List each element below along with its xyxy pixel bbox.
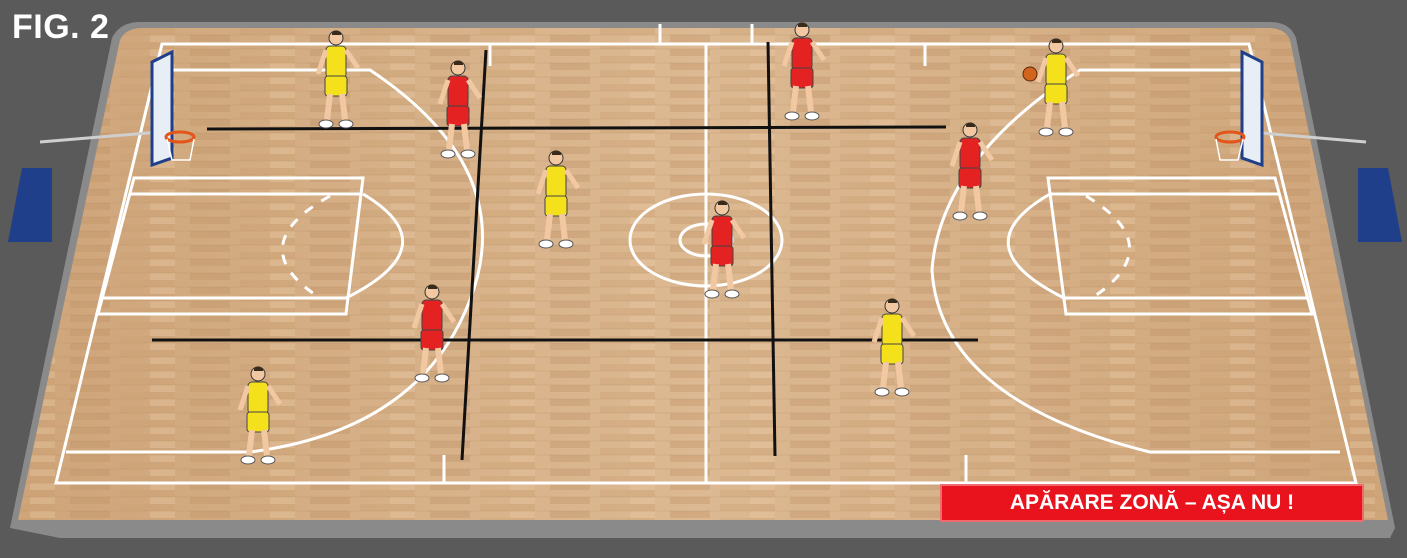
left-padding-block [8, 168, 52, 242]
court-floor-planks [18, 28, 1388, 520]
figure-label: FIG. 2 [12, 8, 109, 47]
caption-text: APĂRARE ZONĂ – AȘA NU ! [1010, 491, 1294, 515]
caption-banner: APĂRARE ZONĂ – AȘA NU ! [940, 484, 1364, 522]
right-padding-block [1358, 168, 1402, 242]
basketball-icon [1023, 67, 1037, 81]
zone-line-horizontal-top [207, 127, 946, 129]
